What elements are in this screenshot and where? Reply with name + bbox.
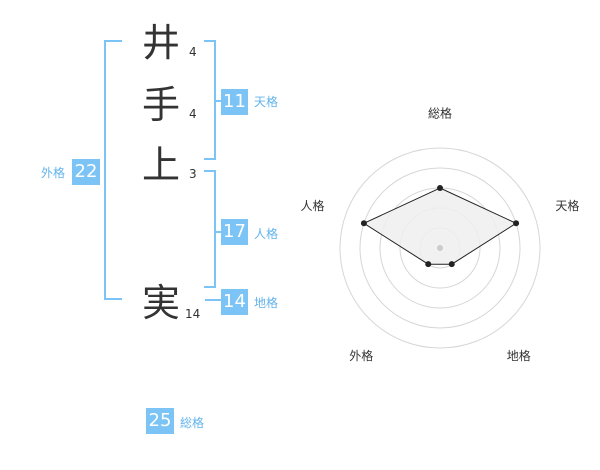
tenkaku-label: 天格 <box>254 95 279 109</box>
soukaku-value: 25 <box>146 408 174 434</box>
name-char-1: 井 <box>142 21 181 65</box>
radar-center-dot <box>437 245 443 251</box>
chikaku-value: 14 <box>221 289 248 315</box>
radar-point-3 <box>448 261 455 268</box>
radar-value-polygon <box>362 187 518 265</box>
gaikaku-label: 外格 <box>41 166 66 180</box>
gaikaku-value: 22 <box>72 159 100 185</box>
radar-point-5 <box>360 220 367 227</box>
tenkaku-value: 11 <box>221 89 248 115</box>
name-char-4: 実 <box>142 281 181 325</box>
jinkaku-value: 17 <box>221 219 248 245</box>
radar-point-4 <box>425 261 432 268</box>
name-char-2: 手 <box>142 83 181 127</box>
stroke-count-1: 4 <box>189 45 197 59</box>
jinkaku-bracket <box>204 170 216 288</box>
chikaku-label: 地格 <box>254 296 279 310</box>
stroke-count-3: 3 <box>189 167 197 181</box>
radar-point-2 <box>513 220 520 227</box>
stroke-count-2: 4 <box>189 107 197 121</box>
name-char-3: 上 <box>142 143 181 187</box>
chikaku-tick <box>205 299 222 301</box>
radar-axis-label-4: 外格 <box>349 348 373 363</box>
soukaku-label: 総格 <box>180 416 205 430</box>
radar-axis-label-3: 地格 <box>507 348 531 363</box>
radar-point-1 <box>437 185 443 191</box>
stroke-count-4: 14 <box>185 307 201 321</box>
gaikaku-bracket <box>104 40 122 300</box>
jinkaku-tick <box>214 231 222 233</box>
radar-axis-label-2: 天格 <box>555 198 579 213</box>
tenkaku-tick <box>214 100 222 102</box>
radar-ring-4 <box>359 167 521 329</box>
radar-axis-label-1: 総格 <box>428 106 452 121</box>
radar-axis-label-5: 人格 <box>301 198 325 213</box>
jinkaku-label: 人格 <box>254 227 279 241</box>
radar-ring-5 <box>339 147 541 349</box>
